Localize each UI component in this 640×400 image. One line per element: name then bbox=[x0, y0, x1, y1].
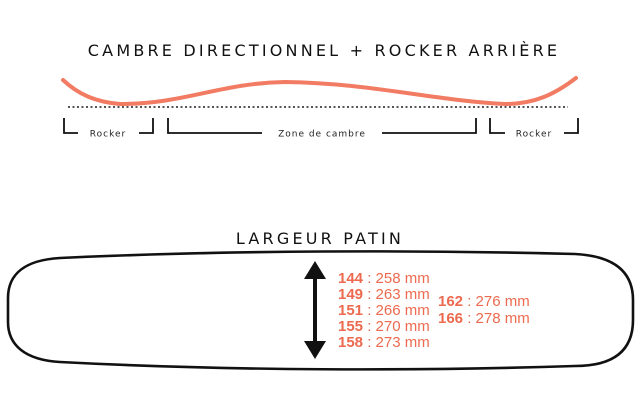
zone-bracket-camber bbox=[167, 118, 477, 134]
width-size: 155 bbox=[338, 318, 363, 335]
width-size: 162 bbox=[438, 293, 463, 310]
zone-label-rocker-left: Rocker bbox=[90, 130, 126, 140]
profile-title: CAMBRE DIRECTIONNEL + ROCKER ARRIÈRE bbox=[88, 41, 560, 60]
zone-bracket-rocker-left bbox=[63, 118, 154, 134]
width-value: 276 mm bbox=[476, 293, 530, 310]
width-row: 144 : 258 mm bbox=[338, 270, 430, 287]
width-size: 166 bbox=[438, 310, 463, 327]
width-separator: : bbox=[463, 310, 476, 327]
width-size: 158 bbox=[338, 334, 363, 351]
width-row: 158 : 273 mm bbox=[338, 334, 430, 351]
width-value: 273 mm bbox=[376, 334, 430, 351]
width-size: 144 bbox=[338, 270, 364, 287]
camber-profile-line bbox=[61, 76, 578, 107]
zone-bracket-rocker-right bbox=[489, 118, 579, 134]
width-separator: : bbox=[463, 293, 476, 310]
width-separator: : bbox=[363, 286, 376, 303]
width-values-right: 162 : 276 mm 166 : 278 mm bbox=[438, 293, 530, 327]
width-size: 151 bbox=[338, 302, 363, 319]
board-outline bbox=[6, 250, 635, 371]
width-row: 151 : 266 mm bbox=[338, 302, 430, 319]
width-title: LARGEUR PATIN bbox=[236, 229, 404, 248]
width-value: 266 mm bbox=[376, 302, 430, 319]
width-row: 155 : 270 mm bbox=[338, 318, 430, 335]
width-separator: : bbox=[363, 302, 376, 319]
width-row: 166 : 278 mm bbox=[438, 310, 530, 327]
width-value: 263 mm bbox=[376, 286, 430, 303]
width-separator: : bbox=[363, 334, 376, 351]
width-size: 149 bbox=[338, 286, 363, 303]
width-row: 162 : 276 mm bbox=[438, 293, 530, 310]
width-values-left: 144 : 258 mm 149 : 263 mm 151 : 266 mm 1… bbox=[338, 270, 430, 351]
zone-label-rocker-right: Rocker bbox=[516, 130, 552, 140]
width-separator: : bbox=[363, 318, 376, 335]
zone-label-camber: Zone de cambre bbox=[278, 130, 366, 140]
width-separator: : bbox=[363, 270, 376, 287]
width-value: 278 mm bbox=[476, 310, 530, 327]
width-value: 258 mm bbox=[376, 270, 430, 287]
waist-width-arrow bbox=[304, 261, 326, 359]
width-value: 270 mm bbox=[376, 318, 430, 335]
width-row: 149 : 263 mm bbox=[338, 286, 430, 303]
